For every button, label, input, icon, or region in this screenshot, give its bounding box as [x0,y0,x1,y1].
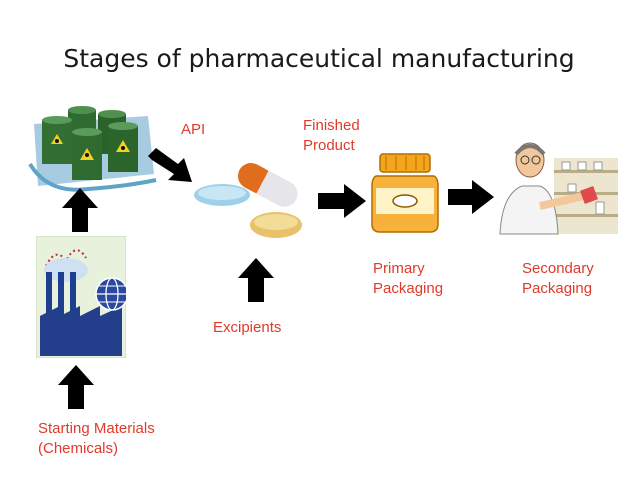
medicine-bottle-icon [368,152,442,234]
factory-globe-icon [36,236,126,358]
starting-materials-label-line1: Starting Materials [38,420,155,437]
primary-packaging-label-line2: Packaging [373,280,444,297]
primary-packaging-label-line1: Primary [373,260,425,277]
secondary-packaging-label-line1: Secondary [522,260,594,277]
finished-product-label-line2: Product [303,137,355,154]
arrow-excipients-to-pills [238,258,274,302]
pills-icon [192,153,318,245]
secondary-packaging-label-line2: Packaging [522,280,593,297]
pharmacist-icon [496,140,620,236]
arrow-pills-to-bottle [318,184,366,218]
arrow-factory-to-barrels [62,188,98,232]
radioactive-barrels-icon [28,104,158,194]
starting-materials-label-line2: (Chemicals) [38,440,119,457]
arrow-bottle-to-pharmacist [448,180,494,214]
arrow-barrels-to-pills [146,146,196,188]
finished-product-label-line1: Finished [303,117,360,134]
excipients-label: Excipients [213,319,282,336]
page-title: Stages of pharmaceutical manufacturing [63,44,575,73]
arrow-start-to-factory [58,365,94,409]
api-label: API [181,121,206,138]
